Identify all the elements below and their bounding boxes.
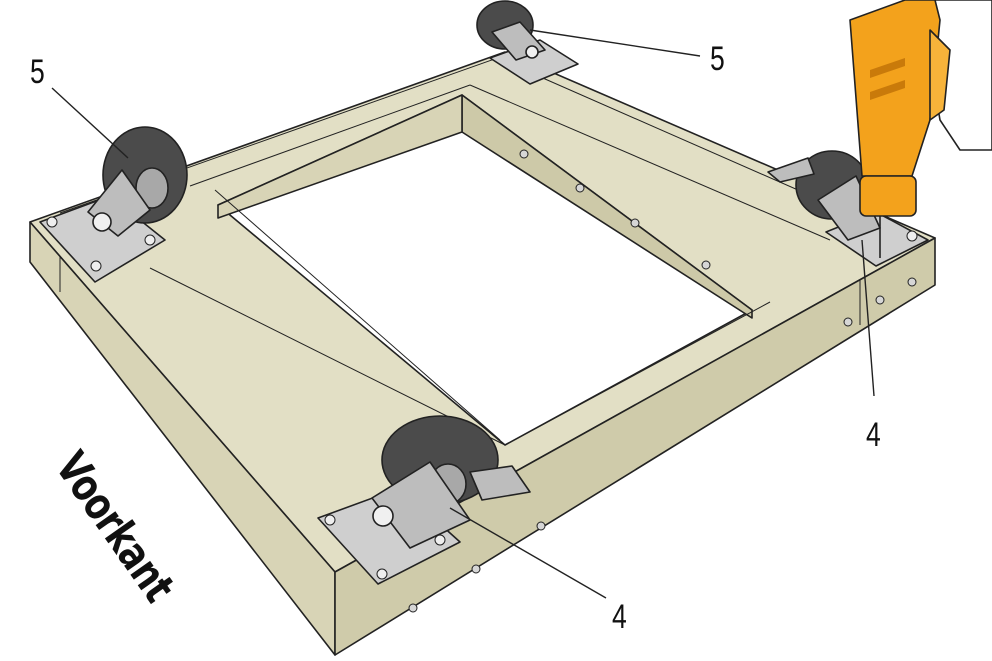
callout-number-back-left: 5 [30,53,45,91]
caster-front-left [317,415,531,585]
side-screws [408,149,917,613]
callout-number-front-right: 4 [866,416,881,454]
drill-icon [849,0,992,258]
callout-number-front-left: 4 [612,598,627,636]
caster-front-right [767,150,929,267]
callout-leaders [51,29,875,599]
inner-wall-right [217,94,463,219]
callout-number-back-right: 5 [710,40,725,78]
wooden-frame [29,49,936,656]
caster-back-left [39,126,188,283]
caster-back-right [476,0,579,85]
